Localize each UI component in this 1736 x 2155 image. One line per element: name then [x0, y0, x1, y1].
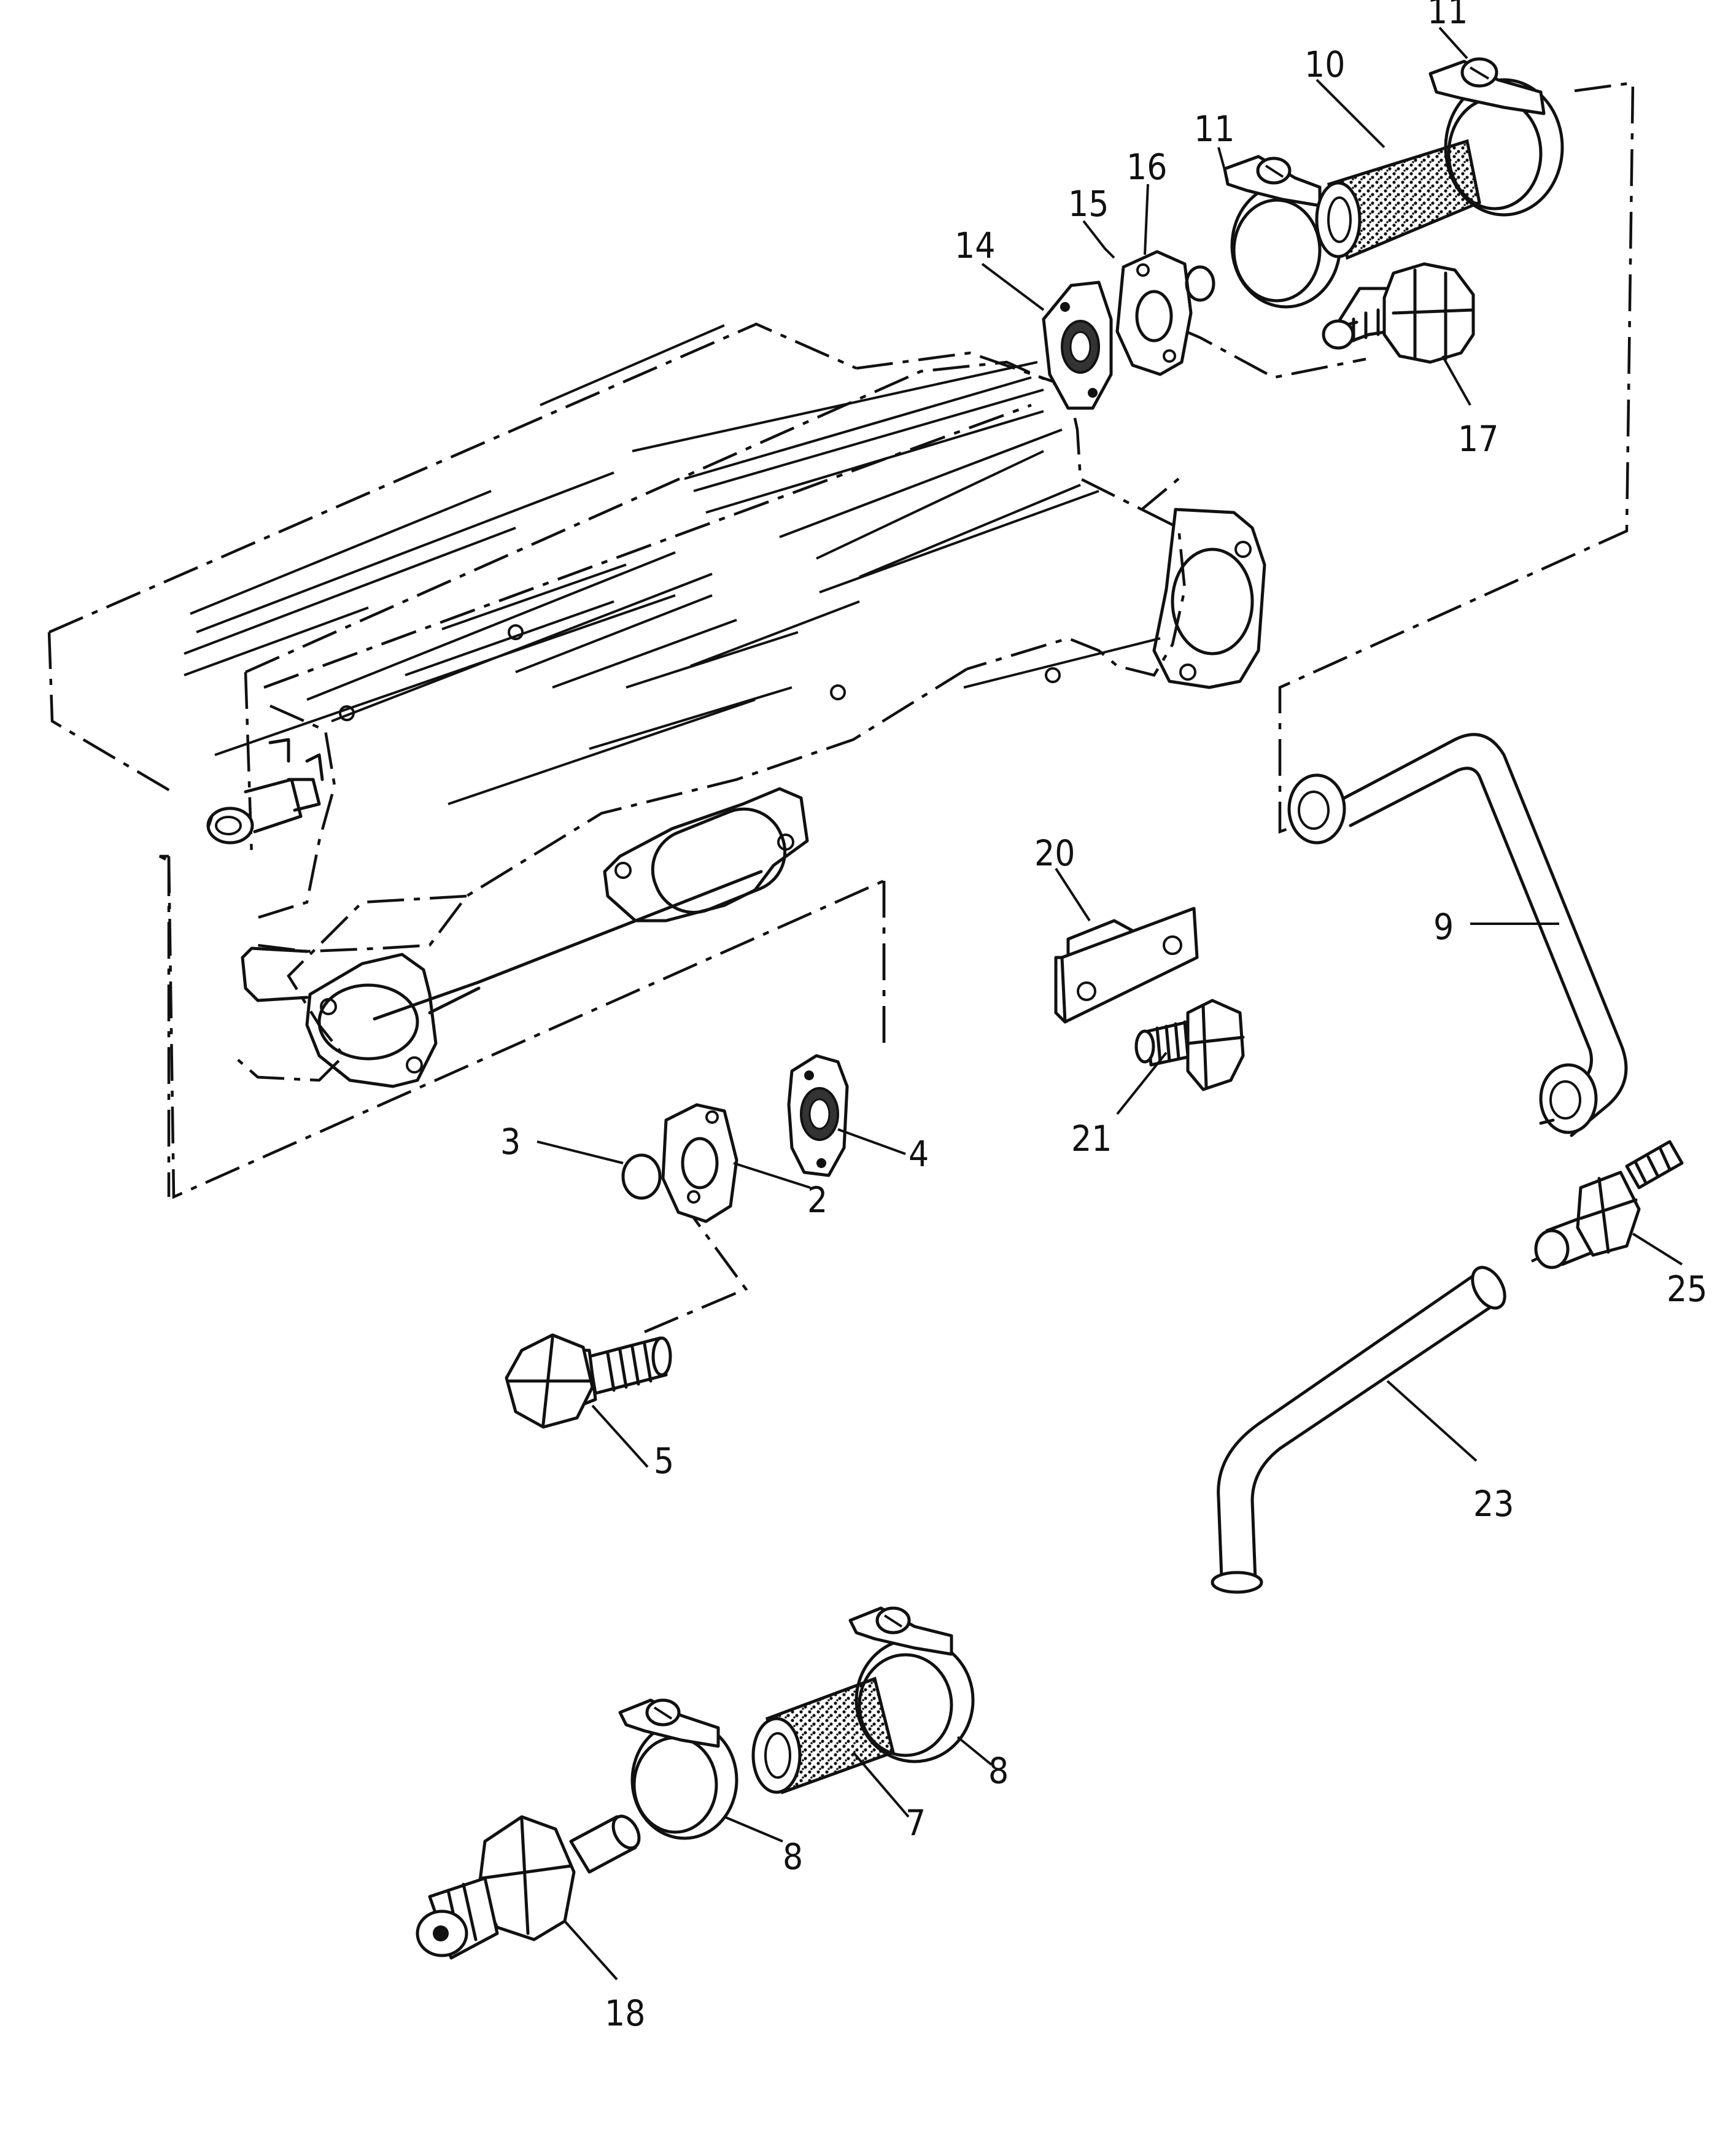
callout-2: 2 — [807, 1179, 827, 1221]
callouts: 11 10 11 16 15 14 17 20 9 21 3 4 2 25 5 … — [500, 0, 1707, 2034]
callout-14: 14 — [955, 225, 995, 266]
part-5-bolt — [505, 1333, 672, 1429]
callout-23: 23 — [1473, 1483, 1514, 1525]
part-11-clamp-left — [1223, 155, 1342, 309]
callout-17: 17 — [1458, 418, 1498, 460]
part-23-pipe — [1211, 1266, 1506, 1594]
callout-20: 20 — [1034, 832, 1075, 874]
callout-11-top: 11 — [1427, 0, 1468, 32]
part-4-gasket — [787, 1054, 849, 1177]
assembly-lines — [644, 81, 1635, 1334]
callout-15: 15 — [1068, 183, 1109, 225]
callout-3: 3 — [500, 1121, 521, 1163]
part-18-fitting — [416, 1814, 641, 1960]
callout-10: 10 — [1304, 44, 1345, 85]
callout-21: 21 — [1071, 1118, 1112, 1159]
part-11-clamp-right — [1428, 57, 1564, 217]
callout-9: 9 — [1433, 906, 1454, 948]
callout-5: 5 — [654, 1440, 674, 1482]
leader-lines — [537, 26, 1683, 1981]
part-7-hose — [751, 1676, 895, 1795]
callout-8-left: 8 — [783, 1836, 803, 1878]
callout-16: 16 — [1126, 146, 1167, 188]
part-9-pipe — [1287, 733, 1628, 1137]
part-2-flange — [661, 1103, 738, 1223]
manifold-outline — [47, 322, 1266, 1199]
callout-4: 4 — [909, 1133, 929, 1175]
part-10-hose — [1315, 139, 1481, 260]
part-15-flange — [1115, 250, 1193, 376]
part-20-bracket — [1054, 907, 1199, 1024]
part-8-clamp-left — [618, 1698, 738, 1840]
part-21-bolt — [1134, 999, 1245, 1091]
callout-25: 25 — [1667, 1268, 1707, 1310]
callout-18: 18 — [605, 1992, 645, 2034]
callout-8-right: 8 — [988, 1750, 1009, 1792]
part-17-bolt — [1322, 262, 1475, 364]
part-8-clamp-right — [848, 1606, 975, 1763]
callout-7: 7 — [905, 1802, 926, 1844]
part-16-o-ring — [1185, 265, 1215, 302]
part-14-gasket — [1042, 280, 1113, 410]
part-25-fitting — [1534, 1140, 1684, 1269]
callout-11: 11 — [1194, 108, 1234, 150]
part-3-o-ring — [621, 1153, 662, 1200]
